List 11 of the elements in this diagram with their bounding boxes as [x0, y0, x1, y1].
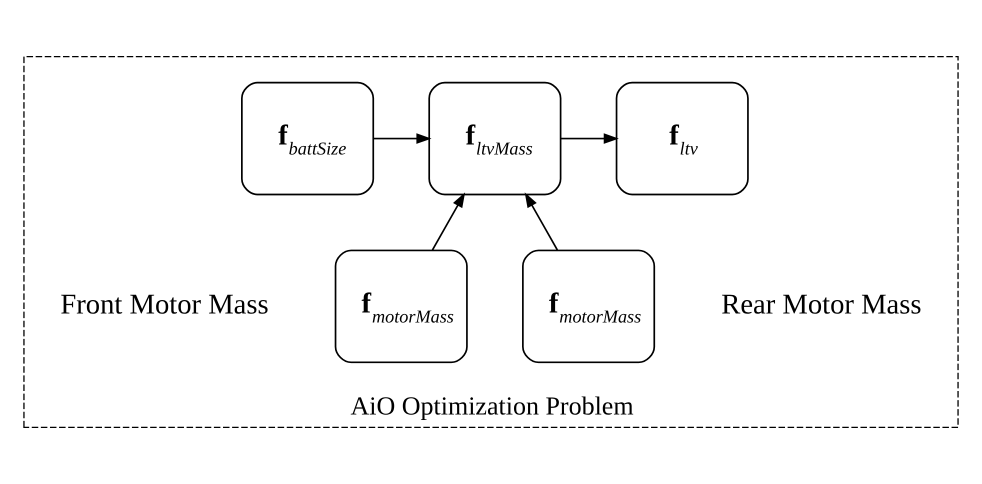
arrow — [524, 192, 558, 250]
node-box: f$_{motorMass}$ — [334, 250, 468, 364]
node-box: f$_{ltv}$ — [616, 82, 749, 196]
node-label: Rear Motor Mass — [721, 288, 922, 321]
node-box: f$_{ltvMass}$ — [428, 82, 562, 196]
arrow — [560, 133, 619, 144]
arrow — [432, 192, 466, 250]
node-label: Front Motor Mass — [60, 288, 269, 321]
node-box: f$_{battSize}$ — [241, 82, 374, 196]
arrow — [373, 133, 432, 144]
node-box: f$_{motorMass}$ — [522, 250, 656, 364]
